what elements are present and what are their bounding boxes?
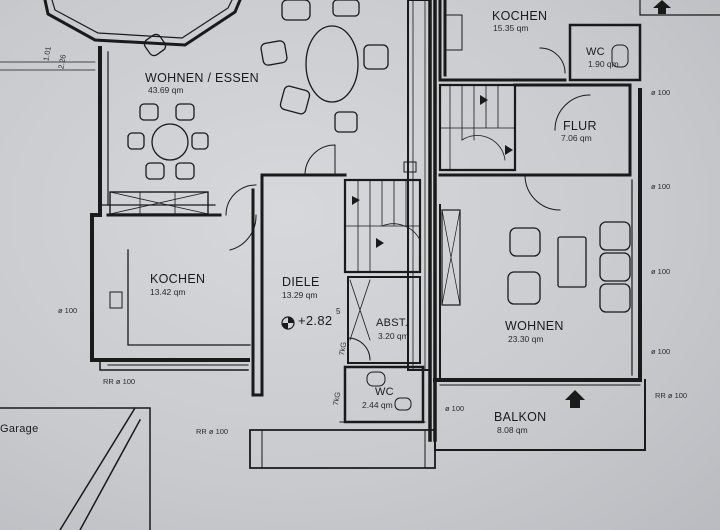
stair-arrow-left	[352, 196, 360, 205]
wall-kochen-right	[438, 0, 567, 82]
room-area-wohnen-essen: 43.69 qm	[148, 85, 184, 95]
pipe-label-d: ø 100	[651, 182, 671, 191]
room-area-flur: 7.06 qm	[561, 133, 592, 143]
room-area-balkon: 8.08 qm	[497, 425, 528, 435]
pipe-label-c: ø 100	[651, 88, 671, 97]
pipe-label-e: ø 100	[651, 267, 671, 276]
room-area-wc-upper: 1.90 qm	[588, 59, 619, 69]
wall-flur	[438, 83, 632, 177]
room-label-flur: FLUR	[563, 119, 597, 133]
exterior-wall-right	[433, 88, 642, 382]
entrance	[249, 429, 436, 469]
room-label-abst: ABST.	[376, 317, 409, 329]
room-label-garage: Garage	[0, 423, 39, 435]
door-living	[225, 184, 257, 216]
room-area-diele: 13.29 qm	[282, 290, 318, 300]
room-label-kochen-right: KOCHEN	[492, 9, 548, 23]
rr-label-c: RR ø 100	[655, 391, 688, 400]
abst-storage	[347, 276, 421, 364]
room-area-abst: 3.20 qm	[378, 331, 409, 341]
living-set	[507, 221, 631, 313]
rr-label-b: RR ø 100	[196, 427, 229, 436]
garage-roof	[0, 406, 151, 530]
entry-arrow-right	[565, 390, 585, 408]
pipe-label-f: ø 100	[651, 347, 671, 356]
rr-label-a: RR ø 100	[103, 377, 136, 386]
wall-kitchen-diele	[251, 173, 347, 397]
level-superscript: 5	[336, 307, 341, 316]
wc-upper-toilet	[611, 44, 629, 68]
stair-arrow-right	[480, 95, 488, 105]
room-area-wohnen-right: 23.30 qm	[508, 334, 544, 344]
counter-kitchen-left	[127, 249, 251, 346]
wc-lower-toilet	[366, 371, 386, 387]
pipe-label-b: ø 100	[445, 404, 465, 413]
room-label-balkon: BALKON	[494, 410, 547, 424]
staircase-right	[438, 83, 517, 172]
sideboard	[109, 191, 209, 215]
bay-window-inner	[51, 0, 233, 39]
exterior-wall-left	[90, 46, 250, 362]
room-label-wohnen-essen: WOHNEN / ESSEN	[145, 71, 259, 85]
level-value: +2.82	[298, 313, 333, 328]
wc-upper	[568, 23, 642, 82]
room-area-kochen-right: 15.35 qm	[493, 23, 529, 33]
room-label-kochen-left: KOCHEN	[150, 272, 206, 286]
level-marker	[281, 316, 295, 330]
room-label-wohnen-right: WOHNEN	[505, 319, 564, 333]
bay-window	[43, 0, 242, 47]
north-arrow	[653, 0, 671, 14]
kitchen-sink-left	[109, 291, 123, 309]
dining-set	[127, 0, 389, 180]
pipe-label-a: ø 100	[58, 306, 78, 315]
door-wc	[347, 337, 371, 361]
room-label-wc-upper: WC	[586, 46, 605, 58]
room-label-wc-lower: WC	[375, 386, 394, 398]
room-label-diele: DIELE	[282, 275, 320, 289]
room-area-kochen-left: 13.42 qm	[150, 287, 186, 297]
door-diele	[304, 144, 336, 176]
room-area-wc-lower: 2.44 qm	[362, 400, 393, 410]
balcony-outline	[434, 379, 646, 451]
